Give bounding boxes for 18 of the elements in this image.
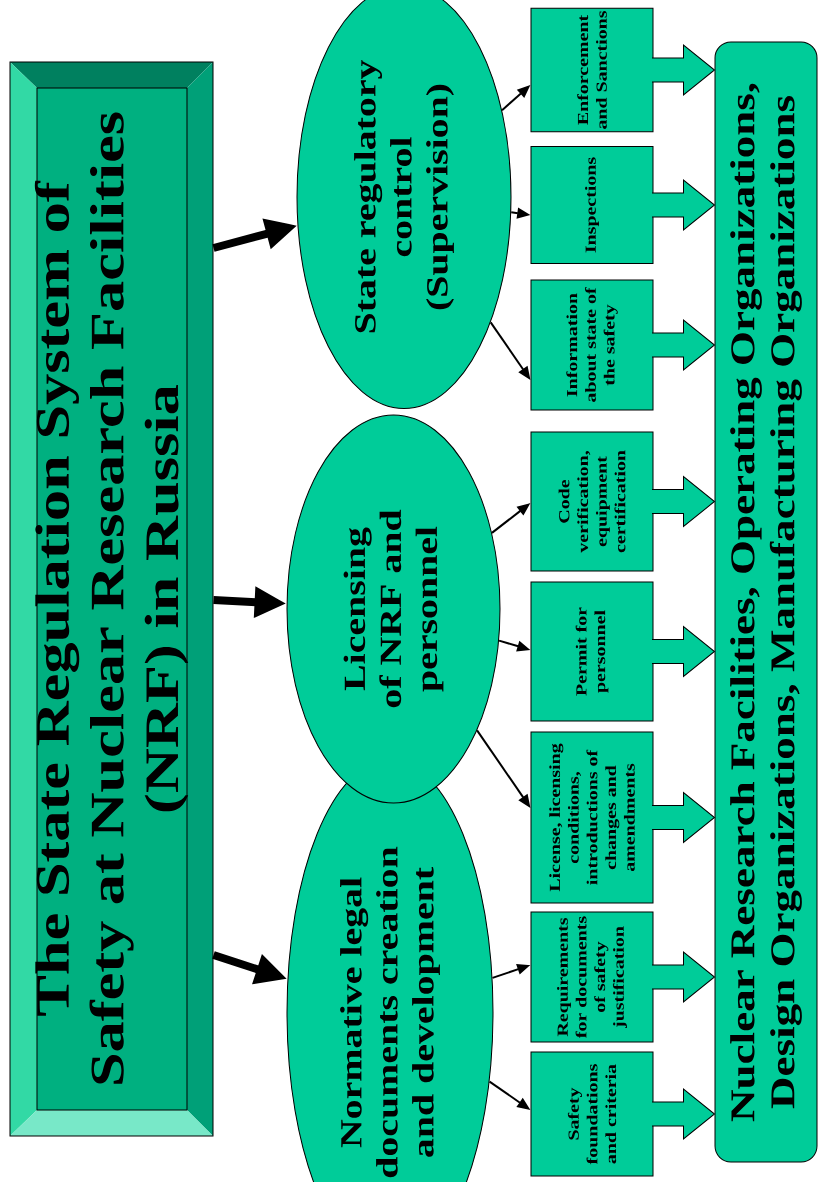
process-box: Permit for personnel	[530, 581, 654, 722]
process-box: Enforcement and Sanctions	[530, 7, 654, 133]
target-box: Nuclear Research Facilities, Operating Organizations, Design Organizations, Manufacturing Organizations	[714, 41, 818, 1163]
block-arrow	[651, 1088, 715, 1140]
process-box: Requirements for documents of safety justification	[530, 911, 654, 1043]
block-arrow	[651, 44, 715, 96]
block-arrow	[651, 951, 715, 1003]
process-box: Inspections	[530, 146, 654, 264]
process-box: Code verification, equipment certification	[530, 431, 654, 572]
block-arrow	[651, 476, 715, 527]
block-arrow	[651, 319, 715, 371]
block-arrow	[651, 179, 715, 231]
block-arrow	[651, 792, 715, 843]
process-box: Information about state of the safety	[530, 279, 654, 411]
process-box: License, licensing conditions, introductions of changes and amendments	[530, 731, 654, 904]
title-box: The State Regulation System of Safety at Nuclear Research Facilities (NRF) in Russia	[9, 61, 214, 1137]
block-arrow	[651, 626, 715, 677]
process-box: Safety foundations and criteria	[530, 1051, 654, 1177]
